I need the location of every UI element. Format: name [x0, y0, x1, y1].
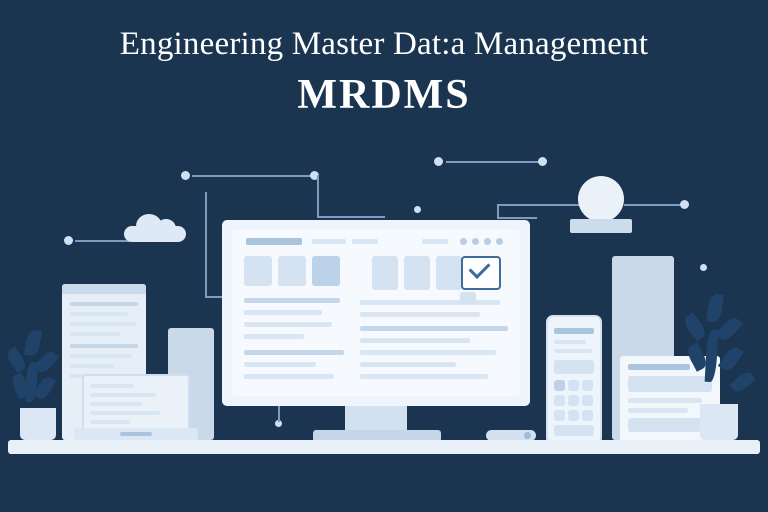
network-link — [497, 217, 537, 219]
plant-right-pot — [700, 404, 738, 440]
network-link — [205, 192, 207, 297]
network-link — [497, 204, 499, 218]
monitor-base — [313, 430, 441, 442]
network-link — [192, 175, 314, 177]
cloud-icon — [124, 214, 186, 242]
network-node — [275, 420, 282, 427]
network-node — [181, 171, 190, 180]
network-link — [497, 204, 581, 206]
network-link — [624, 204, 682, 206]
network-link — [317, 175, 319, 217]
network-link — [446, 161, 542, 163]
mouse-button-icon — [524, 432, 531, 439]
network-link — [278, 398, 280, 422]
data-sphere-icon — [578, 176, 624, 222]
network-link — [75, 240, 133, 242]
data-sphere-base — [570, 219, 632, 233]
plant-left-pot — [20, 408, 56, 440]
page-title: Engineering Master Dat:a Management — [119, 26, 649, 62]
monitor-neck — [345, 406, 407, 434]
computer-mouse — [486, 430, 536, 441]
title-block: Engineering Master Dat:a Management MRDM… — [0, 26, 768, 116]
verified-badge — [461, 256, 501, 290]
network-node — [700, 264, 707, 271]
network-node — [680, 200, 689, 209]
network-node — [310, 171, 319, 180]
network-node — [64, 236, 73, 245]
network-node — [414, 206, 421, 213]
network-node — [434, 157, 443, 166]
document-panel-header — [62, 284, 146, 294]
ground-bar — [8, 440, 760, 454]
monitor-screen — [232, 230, 520, 396]
network-node — [538, 157, 547, 166]
network-link — [317, 216, 385, 218]
page-subtitle: MRDMS — [297, 72, 471, 119]
